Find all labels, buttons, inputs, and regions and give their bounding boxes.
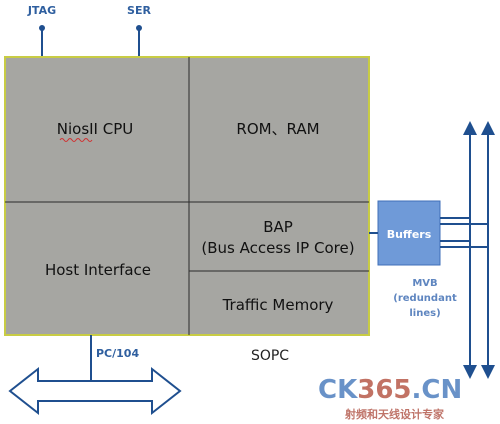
mvb-label-lines: lines) (409, 308, 440, 319)
ser-label: SER (127, 4, 151, 17)
watermark-logo-number: 365 (357, 375, 411, 405)
buffers-block (377, 200, 441, 266)
buffers-label: Buffers (387, 228, 432, 241)
sopc-boundary (4, 56, 370, 336)
watermark-logo-text: CK365.CN (318, 375, 462, 405)
mvb-label-redundant: (redundant (393, 293, 457, 304)
mvb-label: MVB (412, 278, 437, 289)
jtag-pin: JTAG (27, 4, 56, 57)
host-interface-block: Host Interface (45, 261, 151, 279)
jtag-label: JTAG (27, 4, 56, 17)
ser-pin: SER (127, 4, 151, 57)
ck365-watermark-logo: CK365.CN 射频和天线设计专家 (318, 375, 462, 421)
sopc-label: SOPC (251, 348, 289, 364)
pc104-bus-arrow (8, 366, 182, 416)
bap-block-subtitle: (Bus Access IP Core) (201, 239, 354, 257)
memory-block: ROM、RAM (236, 120, 319, 138)
cpu-block: NiosII CPU (57, 120, 134, 138)
mvb-bus-lines (440, 121, 495, 379)
block-dividers (5, 57, 369, 335)
traffic-memory-block: Traffic Memory (222, 296, 334, 314)
bap-block-title: BAP (263, 218, 293, 236)
spellcheck-underline (59, 138, 93, 142)
watermark-slogan: 射频和天线设计专家 (344, 407, 445, 421)
pc104-label: PC/104 (96, 347, 139, 360)
